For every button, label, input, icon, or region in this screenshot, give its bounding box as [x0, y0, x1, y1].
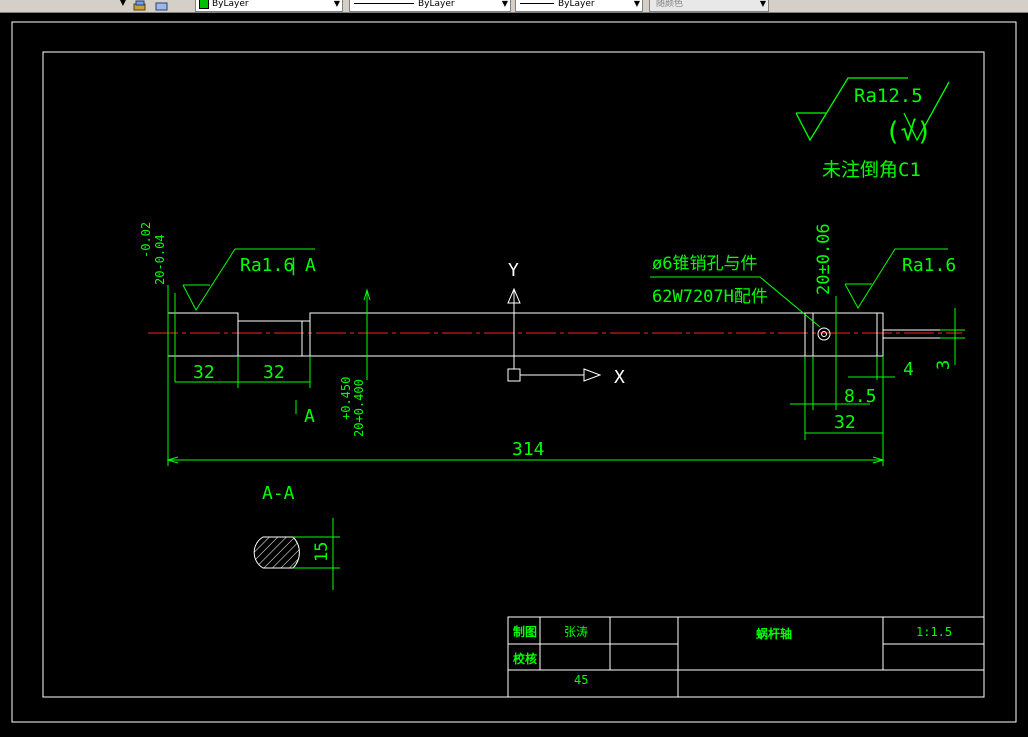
pin-note-leader	[650, 276, 821, 328]
chamfer-note: 未注倒角C1	[822, 159, 921, 181]
drawing-frame	[42, 51, 985, 698]
chevron-down-icon: ▼	[501, 0, 508, 8]
dim-8-5: 8.5	[844, 386, 877, 407]
color-control-dropdown[interactable]: ByLayer ▼	[195, 0, 343, 12]
dim-mid-diameter	[363, 288, 371, 380]
chevron-down-icon: ▼	[633, 0, 640, 8]
dim-314-arrow-left	[166, 456, 179, 464]
linetype-control-label: ByLayer	[418, 0, 455, 9]
worm-shaft-outline	[167, 312, 956, 357]
dim-right-lines	[790, 308, 965, 466]
dim-314-arrow-right	[872, 456, 885, 464]
layer-dropdown-arrow[interactable]: ▼	[119, 0, 126, 7]
lineweight-control-dropdown[interactable]: ByLayer ▼	[515, 0, 643, 12]
paper-border	[11, 21, 1017, 723]
general-roughness-paren: (√)	[885, 117, 932, 147]
right-tol: 20±0.06	[814, 223, 834, 295]
dim-3: 3	[934, 360, 954, 370]
dim-4: 4	[903, 359, 914, 380]
layer-previous-icon[interactable]	[155, 0, 169, 11]
left-roughness-value: Ra1.6	[240, 255, 294, 276]
chevron-down-icon: ▼	[333, 0, 340, 8]
scale-value: 1:1.5	[916, 625, 952, 639]
dim-32-left: 32	[193, 362, 215, 383]
pin-note-line2: 62W7207H配件	[652, 287, 768, 307]
plotstyle-control-dropdown[interactable]: 随颜色 ▼	[649, 0, 769, 12]
linetype-control-dropdown[interactable]: ByLayer ▼	[349, 0, 511, 12]
section-mark-bottom: A	[304, 406, 315, 427]
section-mark-divider: |	[288, 255, 299, 276]
ucs-x-label: X	[614, 367, 625, 388]
plotstyle-control-label: 随颜色	[656, 0, 684, 9]
chevron-down-icon: ▼	[759, 0, 766, 8]
color-swatch	[199, 0, 209, 9]
part-name: 蜗杆轴	[756, 626, 792, 641]
dim-32-right: 32	[834, 412, 856, 433]
mid-tol-upper: +0.450	[339, 377, 353, 420]
dim-32-lines	[167, 356, 311, 466]
title-block-grid	[507, 616, 985, 698]
properties-toolbar: ▼ ByLayer ▼ ByLayer ▼ ByLayer ▼ 随颜色 ▼	[0, 0, 1028, 13]
drawn-name: 张涛	[564, 624, 588, 639]
color-control-label: ByLayer	[212, 0, 249, 9]
right-roughness-symbol	[835, 248, 948, 410]
drawn-label: 制图	[513, 624, 537, 639]
section-aa-label: A-A	[262, 483, 295, 504]
ucs-y-label: Y	[508, 260, 519, 281]
left-tol-lower: 20-0.04	[153, 234, 167, 285]
drawing-canvas[interactable]: Ra12.5 (√) 未注倒角C1 Ra1.6 | A -0.02 20-0.0…	[0, 13, 1028, 733]
section-mark-top: A	[305, 255, 316, 276]
general-roughness-symbol	[795, 77, 950, 142]
layer-states-icon[interactable]	[133, 0, 147, 11]
ucs-icon	[507, 287, 602, 382]
left-tol-upper: -0.02	[139, 222, 153, 258]
dim-32-mid: 32	[263, 362, 285, 383]
section-aa-shape	[253, 536, 300, 569]
pin-note-line1: ø6锥销孔与件	[652, 254, 757, 274]
material-value: 45	[574, 673, 588, 687]
right-roughness-value: Ra1.6	[902, 255, 956, 276]
dim-314: 314	[512, 439, 545, 460]
mid-tol-lower: 20+0.400	[352, 379, 366, 437]
dim-15-lines	[293, 518, 340, 590]
checked-label: 校核	[513, 651, 537, 666]
left-roughness-symbol	[167, 248, 315, 382]
lineweight-control-label: ByLayer	[558, 0, 595, 9]
dim-15: 15	[312, 542, 332, 562]
general-roughness-value: Ra12.5	[854, 85, 923, 107]
